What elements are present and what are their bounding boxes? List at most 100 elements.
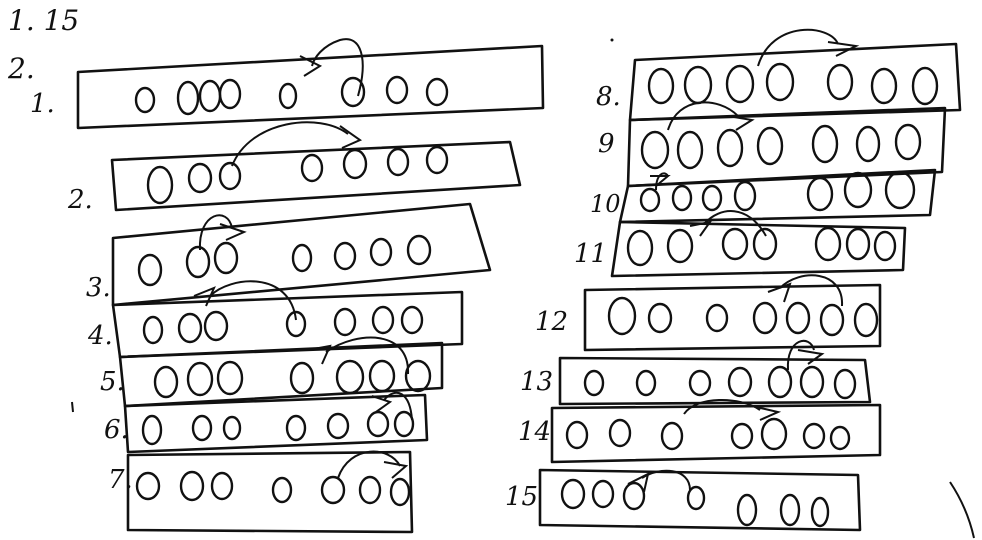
oval: [624, 483, 644, 509]
row-label-4: 4.: [87, 321, 113, 351]
oval: [886, 172, 914, 208]
oval: [388, 149, 408, 175]
oval: [179, 314, 201, 342]
oval: [335, 243, 355, 269]
oval: [735, 182, 755, 210]
oval: [187, 247, 209, 277]
row-3-ovals: [139, 236, 430, 285]
oval: [370, 361, 394, 391]
oval: [189, 164, 211, 192]
note-line-1: 1. 15: [8, 4, 79, 37]
oval: [857, 127, 879, 161]
oval: [293, 245, 311, 271]
oval: [610, 420, 630, 446]
row-13-ovals: [585, 367, 855, 398]
oval: [181, 472, 203, 500]
oval: [215, 243, 237, 273]
row-label-3: 3.: [86, 273, 111, 303]
stray-mark: [72, 402, 73, 412]
row-label-12: 12: [535, 307, 568, 337]
row-label-6: 6.: [104, 415, 129, 445]
strip-12: [585, 285, 880, 350]
strip-6: [125, 395, 427, 452]
oval: [328, 414, 348, 438]
oval: [193, 416, 211, 440]
oval: [835, 370, 855, 398]
arrow: [232, 122, 348, 166]
oval: [875, 232, 895, 260]
oval: [395, 412, 413, 436]
arrow: [200, 215, 232, 250]
oval: [637, 371, 655, 395]
row-label-9: 9: [598, 129, 615, 159]
oval: [673, 186, 691, 210]
arrow: [642, 471, 690, 490]
oval: [801, 367, 823, 397]
strip-7: [128, 452, 412, 532]
oval: [155, 367, 177, 397]
oval: [287, 416, 305, 440]
oval: [360, 477, 380, 503]
oval: [690, 371, 710, 395]
oval: [767, 64, 793, 100]
row-label-5: 5.: [100, 367, 125, 397]
oval: [703, 186, 721, 210]
row-label-15: 15: [505, 482, 538, 512]
oval: [427, 147, 447, 173]
arrowhead: [384, 462, 406, 478]
oval: [302, 155, 322, 181]
oval: [718, 130, 742, 166]
oval: [769, 367, 791, 397]
oval: [628, 231, 652, 265]
oval: [137, 473, 159, 499]
oval: [391, 479, 409, 505]
oval: [218, 362, 242, 394]
row-6-ovals: [143, 412, 413, 444]
row-12-ovals: [609, 298, 877, 336]
oval: [322, 477, 344, 503]
oval: [144, 317, 162, 343]
oval: [847, 229, 869, 259]
oval: [831, 427, 849, 449]
arrow: [338, 452, 400, 478]
oval: [337, 361, 363, 393]
strip-1: [78, 46, 543, 128]
strip-15: [540, 470, 860, 530]
oval: [685, 67, 711, 103]
oval: [427, 79, 447, 105]
strip-3: [113, 204, 490, 305]
oval: [896, 125, 920, 159]
stray-dot: [611, 39, 614, 42]
oval: [808, 178, 832, 210]
row-11-ovals: [628, 228, 895, 265]
row-14-ovals: [567, 419, 849, 449]
row-label-7: 7.: [108, 465, 133, 495]
oval: [649, 304, 671, 332]
oval: [781, 495, 799, 525]
row-label-2: 2.: [67, 185, 93, 215]
arrow: [758, 30, 838, 66]
oval: [143, 416, 161, 444]
oval: [205, 312, 227, 340]
oval: [828, 65, 852, 99]
arrow: [788, 341, 814, 370]
row-9-ovals: [642, 125, 920, 168]
arrowhead: [372, 396, 390, 412]
oval: [758, 128, 782, 164]
oval: [562, 480, 584, 508]
oval: [642, 132, 668, 168]
oval: [872, 69, 896, 103]
oval: [804, 424, 824, 448]
oval: [913, 68, 937, 104]
oval: [723, 229, 747, 259]
oval: [371, 239, 391, 265]
oval: [668, 230, 692, 262]
stray-mark: [950, 482, 974, 538]
oval: [200, 81, 220, 111]
oval: [273, 478, 291, 502]
oval: [707, 305, 727, 331]
oval: [368, 412, 388, 436]
oval: [188, 363, 212, 395]
oval: [754, 303, 776, 333]
